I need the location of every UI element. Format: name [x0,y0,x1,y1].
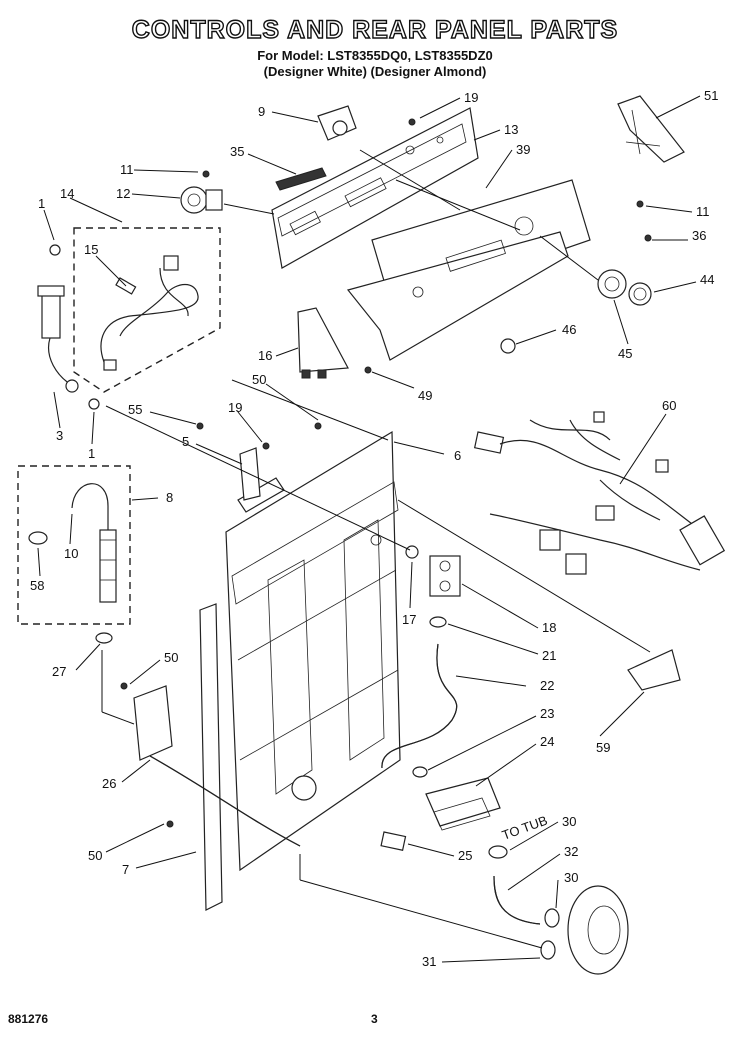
callout-label: 49 [418,388,432,403]
lid-switch-cover [627,649,681,691]
callout-label: 50 [164,650,178,665]
drain-pump-hose [149,755,301,847]
leader-lines [37,95,701,963]
hose-tag-label: TO TUB [500,813,549,843]
inlet-hose-harness [100,255,199,371]
figure-number: 881276 [8,1012,49,1026]
callout-label: 51 [704,88,718,103]
left-side-rail [199,603,223,911]
callout-label: 11 [696,204,710,219]
callout-label: 13 [504,122,518,137]
variant-line: (Designer White) (Designer Almond) [263,64,487,79]
callout-label: 17 [402,612,416,627]
callout-label: 32 [564,844,578,859]
hose-clamp-23 [412,766,428,778]
callout-label: 16 [258,348,272,363]
callout-label: 22 [540,678,554,693]
callout-label: 8 [166,490,173,505]
callout-label: 15 [84,242,98,257]
water-inlet-valve [429,555,461,597]
outlet-clamp-bottom [544,908,560,928]
callout-label: 27 [52,664,66,679]
callout-label: 59 [596,740,610,755]
callout-label: 1 [38,196,45,211]
model-line: For Model: LST8355DQ0, LST8355DZ0 [257,48,493,63]
callout-label: 31 [422,954,436,969]
callout-label: 30 [564,870,578,885]
tub-outlet-hose [493,875,541,925]
fill-hose [381,643,458,769]
callout-label: 6 [454,448,461,463]
timer-bracket [317,105,357,141]
lid-switch [380,831,407,851]
callout-label: 18 [542,620,556,635]
callout-label: 3 [56,428,63,443]
hose-clamp-21 [429,616,447,628]
callout-label: 7 [122,862,129,877]
console-back-plate [271,107,479,269]
callout-label: 55 [128,402,142,417]
console-label-strip [275,167,327,191]
timer-knob-clip [500,338,516,354]
callout-label: 39 [516,142,530,157]
callout-label: 5 [182,434,189,449]
callout-label: 10 [64,546,78,561]
callout-label: 21 [542,648,556,663]
console-side-bracket [617,95,685,163]
console-front [346,179,591,361]
siphon-break [425,777,501,831]
outlet-clamp-31 [540,940,556,960]
callout-label: 44 [700,272,714,287]
page-number: 3 [371,1012,378,1026]
callout-label: 60 [662,398,676,413]
callout-label: 50 [88,848,102,863]
callout-label: 12 [116,186,130,201]
callout-label: 25 [458,848,472,863]
inlet-screen-washer [88,398,100,410]
valve-nut [405,545,419,559]
drain-hose-kit-box [17,465,131,625]
main-wire-harness [473,411,726,575]
callout-label: 36 [692,228,706,243]
callout-label: 50 [252,372,266,387]
knob-assembly [597,200,652,306]
callout-label: 45 [618,346,632,361]
callout-label: 9 [258,104,265,119]
inlet-valve-washer [49,244,61,256]
rear-panel [225,430,401,872]
screws [120,118,416,828]
pump-housing [567,885,629,975]
console-end-cap [297,307,349,379]
inlet-hose-fitting [37,285,79,393]
callout-label: 24 [540,734,554,749]
drain-hose-bracket [133,685,173,761]
callout-label: 23 [540,706,554,721]
outlet-clamp-top [488,845,508,859]
callout-labels: 9 19 13 51 35 39 11 12 11 1 14 36 15 44 … [30,88,718,969]
water-level-switch [180,170,223,214]
harness-kit-box [73,227,221,393]
callout-label: 30 [562,814,576,829]
page-title: CONTROLS AND REAR PANEL PARTS [131,15,619,44]
callout-label: 14 [60,186,74,201]
callout-label: 1 [88,446,95,461]
callout-label: 11 [120,162,134,177]
callout-label: 58 [30,578,44,593]
callout-label: 26 [102,776,116,791]
drain-hose [71,483,117,603]
drain-hose-clamp [95,632,113,644]
callout-label: 35 [230,144,244,159]
callout-label: 19 [464,90,478,105]
callout-label: 19 [228,400,242,415]
hose-clamp [28,531,48,545]
callout-label: 46 [562,322,576,337]
